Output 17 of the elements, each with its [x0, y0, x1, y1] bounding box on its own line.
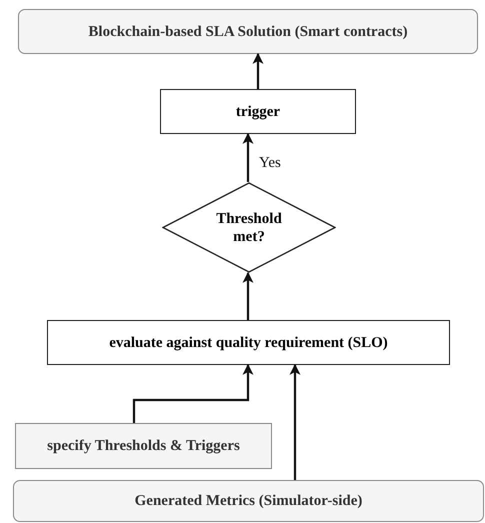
node-label: Generated Metrics (Simulator-side) — [134, 492, 362, 510]
decision-diamond — [162, 182, 336, 273]
process-box — [47, 320, 450, 365]
arrow — [290, 364, 300, 480]
arrow — [252, 52, 264, 89]
arrow — [132, 364, 254, 423]
node-label: evaluate against quality requirement (SLO) — [109, 334, 388, 352]
arrow — [242, 272, 254, 320]
node-label: trigger — [236, 102, 280, 120]
node-label: Threshold met? — [215, 210, 283, 246]
node-label: Blockchain-based SLA Solution (Smart contracts) — [88, 22, 408, 40]
arrow — [242, 132, 254, 182]
input-box — [13, 480, 484, 522]
output-box — [18, 9, 478, 54]
node-label: specify Thresholds & Triggers — [47, 437, 240, 455]
input-box — [15, 423, 272, 469]
process-box — [160, 89, 356, 134]
